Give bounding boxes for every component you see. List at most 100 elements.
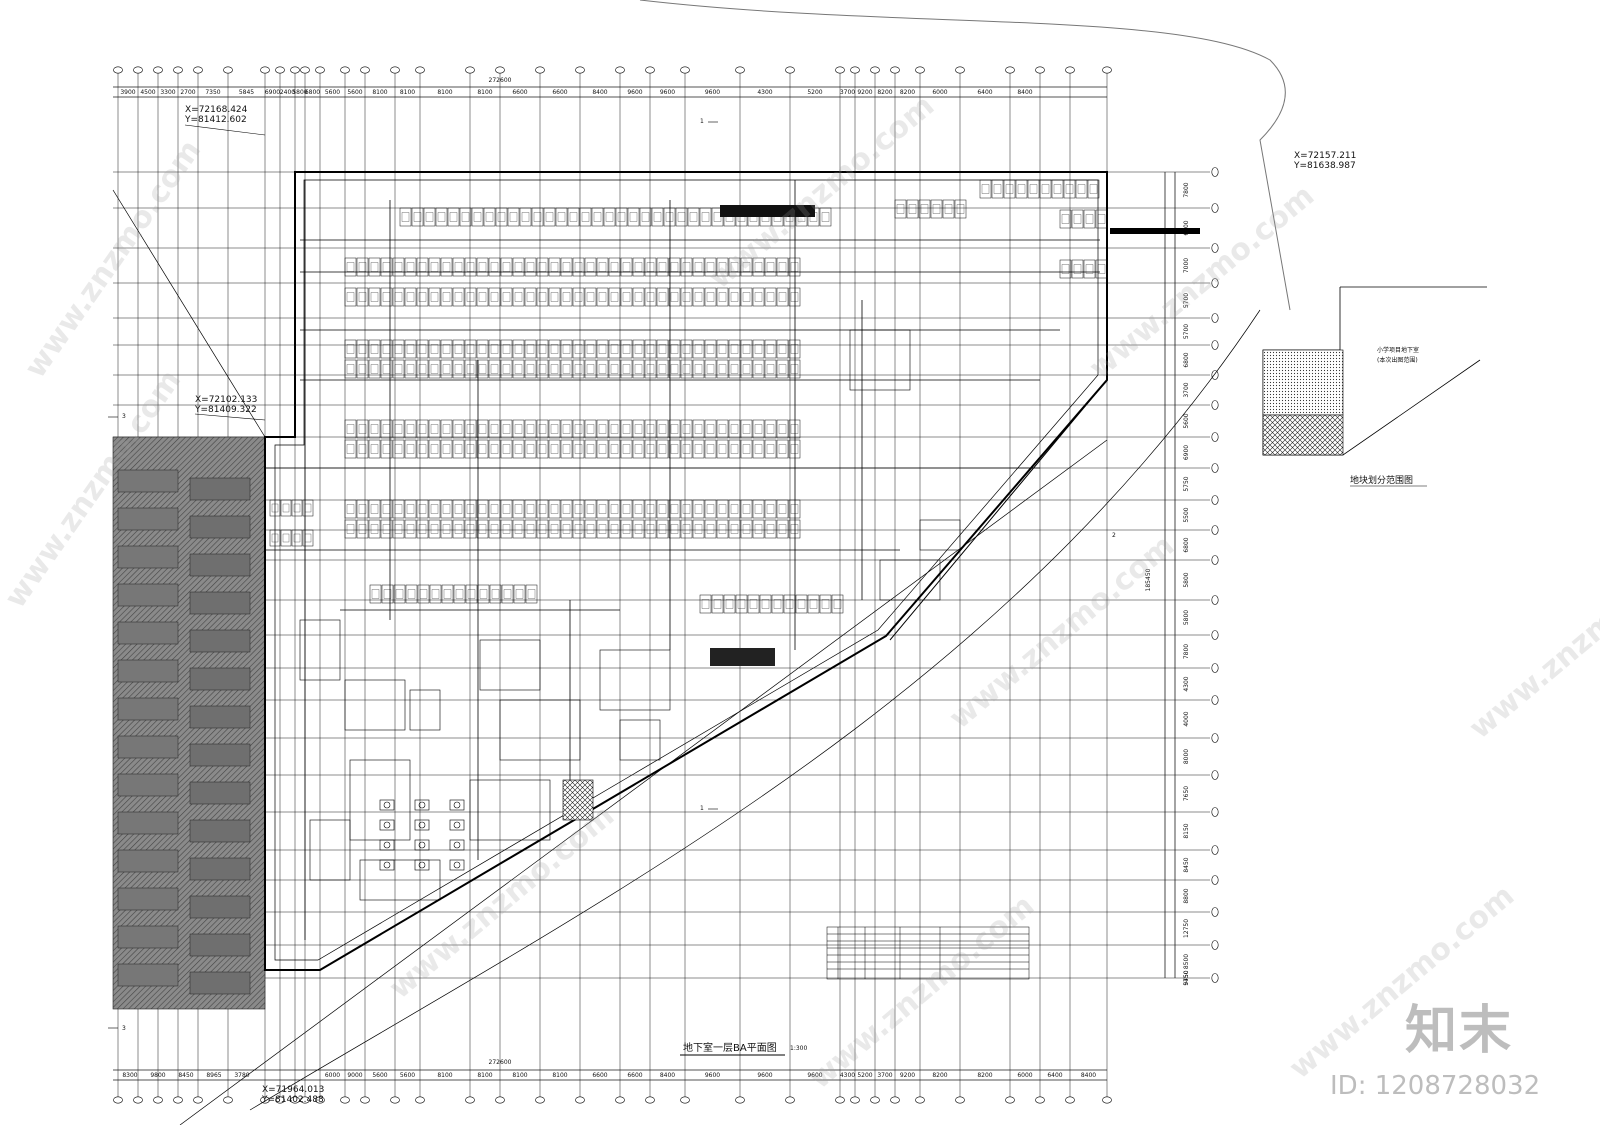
bottom-dimension-label: 8965 [206,1072,221,1079]
svg-text:Y=81402.488: Y=81402.488 [261,1095,324,1105]
equipment-room [409,689,441,731]
parking-stall [302,499,314,517]
parking-stall [548,257,561,277]
axis-bubble-right [1211,340,1219,350]
car-symbol [478,444,487,454]
parking-stall [476,439,489,459]
parking-stall [764,257,777,277]
parking-stall [930,199,943,219]
car-symbol [730,262,739,272]
car-symbol [562,364,571,374]
parking-stall [608,499,621,519]
axis-bubble-right [1211,733,1219,743]
top-dimension-label: 8200 [900,89,915,96]
axis-bubble-top [890,66,900,74]
parking-stall [464,519,477,539]
top-dimension-label: 3900 [120,89,135,96]
car-symbol [346,524,355,534]
car-symbol [682,444,691,454]
car-symbol [358,524,367,534]
car-symbol [442,262,451,272]
right-total-dimension: 185450 [1145,568,1152,591]
parking-stall [608,257,621,277]
car-symbol [694,364,703,374]
equipment-room [359,859,441,901]
parking-stall [632,519,645,539]
car-symbol [1053,184,1062,194]
car-symbol [778,292,787,302]
car-symbol [418,262,427,272]
parking-stall [632,359,645,379]
parking-stall [399,207,412,227]
parking-stall [776,287,789,307]
car-symbol [430,524,439,534]
car-symbol [730,524,739,534]
car-symbol [778,344,787,354]
parking-stall [404,499,417,519]
parking-stall [536,519,549,539]
car-symbol [282,533,290,543]
right-dimension-chain: 7800600070005700570068003700560069005750… [1183,182,1190,985]
parking-stall [477,584,490,604]
parking-stall [488,339,501,359]
parking-stall [428,339,441,359]
right-dimension-label: 4300 [1183,676,1190,691]
equipment-room [469,779,551,841]
parking-stall [1083,259,1096,279]
axis-bubble-top [495,66,505,74]
car-symbol [502,444,511,454]
car-symbol [394,504,403,514]
ahu-unit [379,799,395,811]
parking-stall [752,287,765,307]
car-symbol [694,344,703,354]
hatch-room [189,667,251,691]
hatch-room [117,887,179,911]
top-dimension-label: 8400 [1017,89,1032,96]
car-symbol [790,524,799,534]
car-symbol [766,424,775,434]
right-dimension-label: 8000 [1183,749,1190,764]
parking-stall [680,257,693,277]
parking-stall [596,499,609,519]
parking-stall [404,419,417,439]
car-symbol [670,504,679,514]
parking-stall [1015,179,1028,199]
school-basement-hatch [1262,349,1344,416]
car-symbol [430,292,439,302]
car-symbol [442,444,451,454]
parking-stall [476,499,489,519]
parking-stall [620,359,633,379]
car-symbol [694,424,703,434]
car-symbol [908,204,917,214]
axis-bubble-top [1035,66,1045,74]
parking-stall [752,359,765,379]
ahu-unit [379,819,395,831]
car-symbol [395,589,404,599]
car-symbol [932,204,941,214]
axis-bubble-right [1211,463,1219,473]
car-symbol [646,262,655,272]
car-symbol [490,292,499,302]
car-symbol [790,444,799,454]
site-boundary-curve [639,0,1291,311]
car-symbol [689,212,698,222]
parking-stall [991,179,1004,199]
car-symbol [466,262,475,272]
axis-bubble-right [1211,555,1219,565]
top-dimension-label: 4300 [757,89,772,96]
parking-stall [465,584,478,604]
car-symbol [509,212,518,222]
equipment-room [599,649,671,711]
car-symbol [382,504,391,514]
parking-stall [500,287,513,307]
parking-stall [776,519,789,539]
car-symbol [526,524,535,534]
car-symbol [533,212,542,222]
car-symbol [730,292,739,302]
car-symbol [370,504,379,514]
car-symbol [658,444,667,454]
parking-stall [356,419,369,439]
top-dimension-label: 9600 [705,89,720,96]
parking-stall [644,257,657,277]
